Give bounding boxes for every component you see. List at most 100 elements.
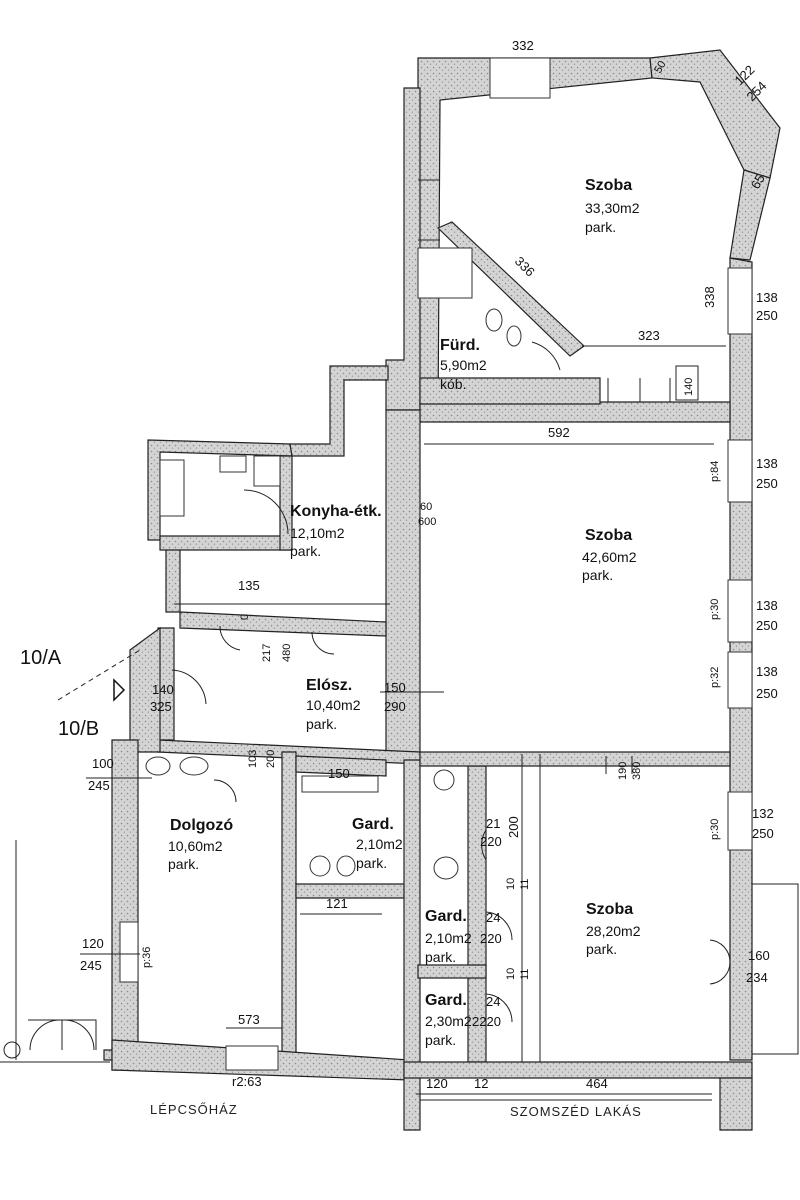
dim-250a: 250 <box>756 308 778 323</box>
dim-135: 135 <box>238 578 260 593</box>
sink-dolg <box>145 756 171 776</box>
door-balcony <box>709 939 731 985</box>
room-konyha-area: 12,10m2 <box>290 525 345 541</box>
toilet-bath <box>485 308 503 332</box>
door-gard3 <box>485 993 513 1023</box>
section-arrow <box>113 678 126 702</box>
room-szoba-se-area: 28,20m2 <box>586 923 641 939</box>
dim-12: 12 <box>474 1076 488 1091</box>
dim-60: 60 <box>420 501 432 513</box>
door-gard2 <box>485 911 513 941</box>
dim-84: p:84 <box>709 461 721 482</box>
window-mid-3 <box>727 651 753 709</box>
wall-gard-bot <box>295 883 419 899</box>
dim-200: 200 <box>265 750 277 768</box>
bidet-gard <box>336 855 356 877</box>
dim-138c: 138 <box>756 598 778 613</box>
room-dolgozo-floor: park. <box>168 856 199 872</box>
room-szoba-se-name: Szoba <box>586 901 633 918</box>
wc-dolg <box>179 756 209 776</box>
door-entry <box>171 669 207 705</box>
dim-r263: r2:63 <box>232 1074 262 1089</box>
wall-ne-topright <box>649 49 781 179</box>
wall-closet-mid <box>417 964 487 979</box>
dim-132: 132 <box>752 806 774 821</box>
door-ne <box>418 179 440 241</box>
wall-kitchen-link <box>289 365 389 457</box>
dim-100: 100 <box>92 756 114 771</box>
room-gard1-area: 2,10m2 <box>356 836 403 852</box>
dim-234: 234 <box>746 970 768 985</box>
dim-36: p:36 <box>141 947 153 968</box>
dim-0: 0 <box>239 614 251 620</box>
room-szoba-ne-name: Szoba <box>585 177 632 194</box>
room-konyha-floor: park. <box>290 543 321 559</box>
dim-250b: 250 <box>756 476 778 491</box>
dim-250e: 250 <box>752 826 774 841</box>
door-hall-2 <box>311 631 335 655</box>
wall-ne-diag <box>729 169 771 261</box>
section-label-b: 10/B <box>58 718 99 740</box>
shelf-gard <box>301 775 379 793</box>
dim-11b: 11 <box>519 969 531 980</box>
dim-10b: 10 <box>505 968 517 980</box>
window-dolg <box>119 921 139 983</box>
context-neighbour: SZOMSZÉD LAKÁS <box>510 1104 642 1119</box>
kitchen-sink <box>219 455 247 473</box>
room-labels: Szoba 33,30m2 park. Fürd. 5,90m2 kób. Ko… <box>168 177 641 1048</box>
dim-30b: p:30 <box>709 819 721 840</box>
room-furdo-area: 5,90m2 <box>440 357 487 373</box>
room-furdo-floor: kób. <box>440 376 466 392</box>
wall-se-top <box>419 751 731 767</box>
dim-11a: 11 <box>519 879 531 890</box>
dim-380: 380 <box>631 762 643 780</box>
stair-gate <box>28 1019 97 1051</box>
dim-464: 464 <box>586 1076 608 1091</box>
room-szoba-mid-floor: park. <box>582 567 613 583</box>
wc-gard <box>309 855 331 877</box>
window-mid-1 <box>727 439 753 503</box>
wall-neighbour <box>719 1077 753 1131</box>
dim-150: 150 <box>384 680 406 695</box>
wall-entry <box>129 626 161 753</box>
dim-24a: 24 <box>486 910 500 925</box>
window-se-1 <box>727 791 753 851</box>
sink-hall <box>433 769 455 791</box>
dim-573: 573 <box>238 1012 260 1027</box>
room-gard2-area: 2,10m2 <box>425 930 472 946</box>
room-gard1-floor: park. <box>356 855 387 871</box>
dim-138d: 138 <box>756 664 778 679</box>
room-furdo-name: Fürd. <box>440 337 480 354</box>
wall-hall-top <box>179 611 387 637</box>
kitchen-stove <box>253 455 281 487</box>
dim-30a: p:30 <box>709 599 721 620</box>
room-szoba-ne-floor: park. <box>585 219 616 235</box>
door-storage <box>607 378 671 402</box>
dim-140b: 140 <box>152 682 174 697</box>
dim-24b: 24 <box>486 994 500 1009</box>
dim-290: 290 <box>384 699 406 714</box>
walls <box>103 49 781 1131</box>
window-ne-east <box>727 267 753 335</box>
linework <box>0 57 799 1101</box>
dim-2220: 2220 <box>472 1014 501 1029</box>
storage-140 <box>675 365 699 401</box>
dim-103: 103 <box>247 750 259 768</box>
wall-gard-top <box>295 755 387 777</box>
room-elosz-name: Elósz. <box>306 677 352 694</box>
dim-140: 140 <box>683 378 695 396</box>
door-kitchen <box>243 489 289 535</box>
dim-160: 160 <box>748 948 770 963</box>
dim-200b: 200 <box>506 816 521 838</box>
room-gard3-area: 2,30m2 <box>425 1013 472 1029</box>
room-dolgozo-name: Dolgozó <box>170 817 233 834</box>
wall-ne-mid <box>419 401 731 423</box>
door-bath <box>531 341 561 371</box>
wall-bath-bot <box>419 377 601 405</box>
dim-325: 325 <box>150 699 172 714</box>
stair-post <box>3 1041 21 1059</box>
wall-kitchen-bath-r <box>279 455 293 551</box>
kitchen-counter <box>159 459 185 517</box>
dim-250d: 250 <box>756 686 778 701</box>
